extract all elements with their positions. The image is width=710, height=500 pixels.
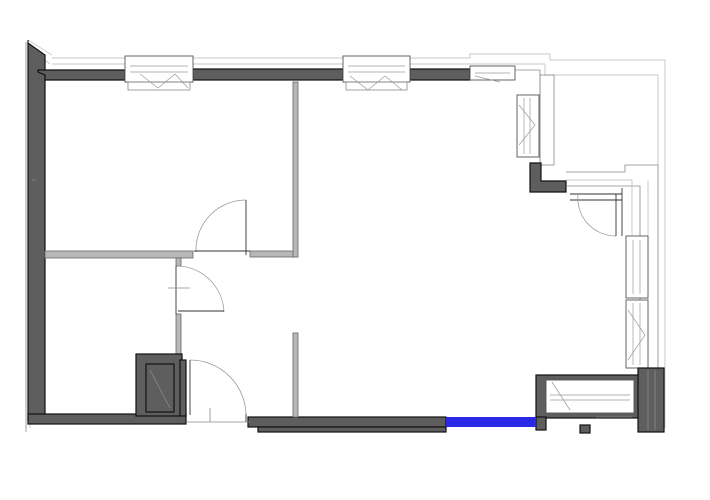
east-bay-window-upper xyxy=(516,74,555,166)
east-window-lower xyxy=(625,235,649,369)
bedroom-door xyxy=(194,199,250,255)
storage-closet xyxy=(135,353,187,417)
north-window-2 xyxy=(342,55,411,91)
west-exterior-wall xyxy=(27,41,46,421)
hall-door xyxy=(168,265,225,314)
north-window-1 xyxy=(124,55,194,91)
highlighted-opening xyxy=(446,417,536,427)
east-corner-pillar xyxy=(529,162,567,193)
east-upper-door xyxy=(570,188,623,237)
corner-ticks xyxy=(27,40,632,418)
north-exterior-wall xyxy=(37,68,471,81)
outer-guide-lines xyxy=(25,39,666,432)
interior-walls xyxy=(44,81,299,418)
south-east-block xyxy=(535,367,665,434)
bathroom-door xyxy=(186,359,250,423)
north-east-window xyxy=(469,65,516,83)
